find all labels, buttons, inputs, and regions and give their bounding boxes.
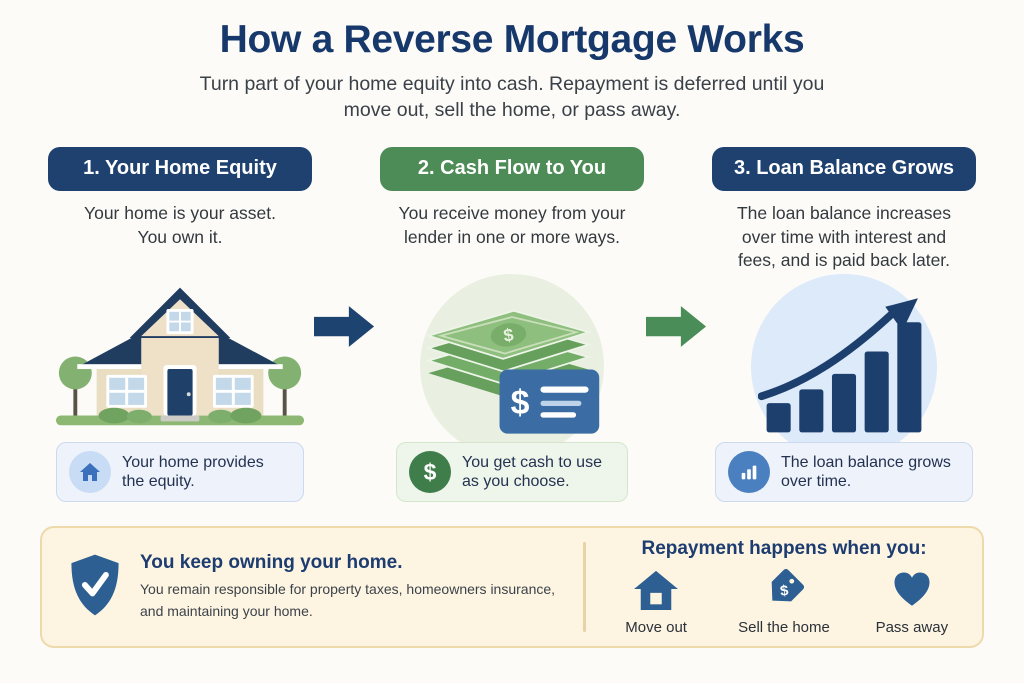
step-2-description: You receive money from your lender in on… [398, 203, 626, 247]
repayment-item-sell-the-home: $ Sell the home [738, 567, 830, 636]
step-2-caption: $ You get cash to use as you choose. [396, 442, 628, 503]
step-2-caption-text: You get cash to use as you choose. [462, 453, 602, 491]
step-1-description: Your home is your asset. You own it. [84, 203, 276, 247]
cash-stack-and-check-image: $ $ [425, 310, 600, 435]
house-icon [633, 569, 679, 616]
cash-illustration: $ $ [380, 274, 644, 459]
repayment-item-label: Move out [625, 619, 687, 637]
arrow-step1-to-step2 [314, 303, 378, 355]
chart-circle-background [751, 274, 937, 461]
house-image [55, 288, 305, 426]
svg-text:$: $ [502, 325, 515, 346]
step-3-header: 3. Loan Balance Grows [712, 147, 976, 192]
repayment-item-move-out: Move out [614, 569, 698, 636]
bar-chart-icon [728, 451, 770, 494]
price-tag-icon: $ [762, 567, 806, 616]
ownership-text: You keep owning your home. You remain re… [140, 552, 580, 622]
repayment-title: Repayment happens when you: [641, 538, 927, 560]
right-arrow-icon [314, 306, 375, 348]
repayment-item-label: Sell the home [738, 619, 830, 637]
ownership-title: You keep owning your home. [140, 552, 403, 574]
rising-bar-chart-image [758, 298, 922, 433]
cash-circle-background: $ $ [420, 274, 604, 459]
step-3-caption: The loan balance grows over time. [715, 442, 973, 503]
bar-chart-illustration [712, 274, 976, 461]
step-3-caption-text: The loan balance grows over time. [781, 453, 951, 491]
dollar-icon: $ [409, 451, 451, 494]
step-1-header: 1. Your Home Equity [48, 147, 312, 192]
ownership-note: You keep owning your home. You remain re… [42, 552, 583, 622]
svg-text:$: $ [511, 385, 530, 423]
page-subtitle: Turn part of your home equity into cash.… [199, 73, 825, 121]
step-3-description: The loan balance increases over time wit… [736, 203, 952, 270]
step-2-header: 2. Cash Flow to You [380, 147, 644, 192]
home-icon [69, 451, 111, 494]
step-1-caption-text: Your home provides the equity. [122, 453, 264, 491]
repayment-item-pass-away: Pass away [870, 569, 954, 636]
arrow-step2-to-step3 [646, 303, 710, 355]
repayment-triggers: Repayment happens when you: Move out [586, 538, 982, 636]
footer-band: You keep owning your home. You remain re… [40, 526, 984, 649]
shield-check-icon [68, 553, 122, 622]
heart-icon [890, 569, 934, 616]
step-2-cash-flow-to-you: 2. Cash Flow to You You receive money fr… [380, 147, 644, 503]
step-1-caption: Your home provides the equity. [56, 442, 304, 503]
house-illustration [48, 274, 312, 440]
step-3-loan-balance-grows: 3. Loan Balance Grows The loan balance i… [712, 147, 976, 503]
step-1-your-home-equity: 1. Your Home Equity Your home is your as… [48, 147, 312, 503]
page-title: How a Reverse Mortgage Works [219, 18, 805, 61]
svg-text:$: $ [779, 583, 789, 600]
footer-divider [583, 542, 586, 633]
repayment-item-label: Pass away [875, 619, 949, 637]
header: How a Reverse Mortgage Works Turn part o… [0, 0, 1024, 123]
steps-row: 1. Your Home Equity Your home is your as… [0, 147, 1024, 503]
right-arrow-icon [646, 306, 707, 348]
repayment-items: Move out $ Sell the home [614, 567, 954, 636]
ownership-body: You remain responsible for property taxe… [140, 581, 556, 619]
